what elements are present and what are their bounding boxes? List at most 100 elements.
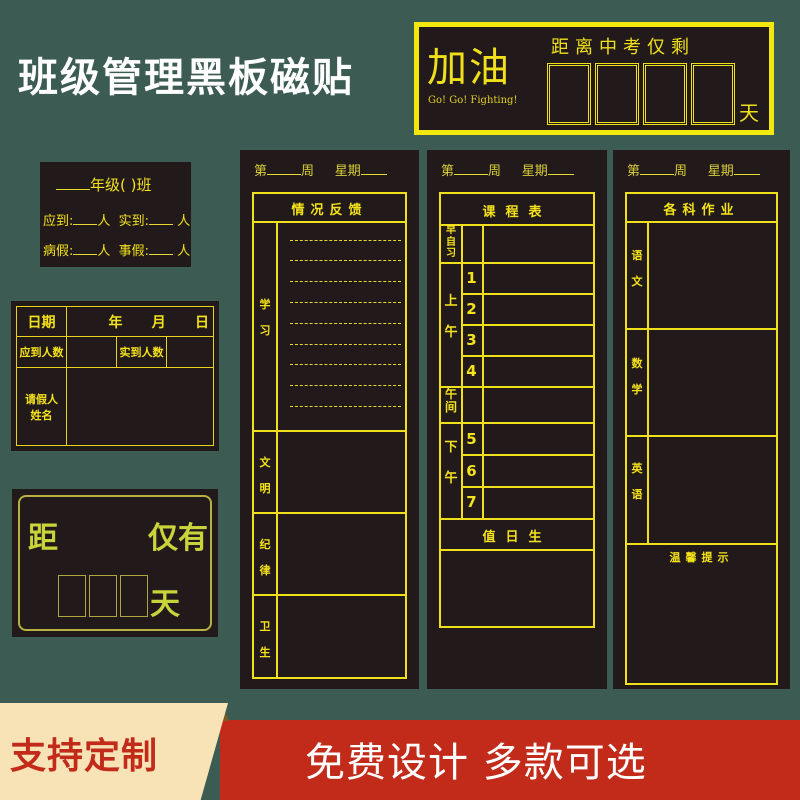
section-label-hygiene: 卫生 — [254, 620, 276, 660]
unit: 人 — [97, 214, 111, 229]
afternoon-label: 下午 — [441, 440, 461, 487]
divider — [441, 386, 593, 388]
month-label: 月 — [151, 314, 166, 331]
expected-count-cell — [66, 336, 117, 368]
period-3: 3 — [466, 331, 477, 349]
period-7: 7 — [466, 493, 477, 511]
char: 间 — [444, 400, 457, 415]
digit-box — [89, 575, 117, 617]
dashed-line — [290, 281, 401, 282]
divider — [461, 355, 593, 357]
digit-boxes — [58, 575, 148, 617]
week-header: 第 周 星期 — [627, 160, 760, 179]
period-5: 5 — [466, 430, 477, 448]
weekday-label: 星期 — [707, 164, 734, 179]
digit-box — [547, 63, 591, 125]
countdown-label: 距离中考仅剩 — [551, 37, 695, 58]
board-title: 课程表 — [482, 205, 552, 220]
homework-board-magnet: 第 周 星期 各科作业 语文 数学 英语 温馨提示 — [613, 150, 790, 689]
divider — [627, 435, 776, 437]
day-unit: 天 — [150, 587, 180, 622]
attendance-row-1: 应到:人 实到: 人 — [43, 210, 190, 229]
unit: 人 — [177, 214, 191, 229]
divider — [461, 454, 593, 456]
blank-line — [267, 174, 302, 175]
divider — [627, 328, 776, 330]
divider — [254, 430, 405, 432]
customization-label: 支持定制 — [10, 736, 159, 777]
morning-label: 上午 — [441, 294, 461, 341]
char: 午 — [444, 387, 457, 401]
blank-line — [360, 174, 387, 175]
digit-box — [58, 575, 86, 617]
char: 文 — [631, 275, 643, 289]
section-label-study: 学习 — [254, 298, 276, 338]
countdown-banner-magnet: 加油 Go! Go! Fighting! 距离中考仅剩 天 — [414, 22, 774, 135]
leave-names-label: 请假人姓名 — [16, 367, 67, 446]
date-label: 日期 — [16, 306, 67, 337]
schedule-board-magnet: 第周 星期 课程表 早自习 上午 1 2 3 4 午间 下午 5 6 7 值 — [427, 150, 607, 689]
leave-label-line1: 请假人 — [25, 392, 58, 406]
unit: 人 — [177, 244, 191, 259]
blank-line — [73, 254, 98, 255]
dashed-line — [290, 344, 401, 345]
divider — [441, 262, 593, 264]
day-unit: 天 — [739, 101, 759, 125]
char: 自 — [446, 236, 456, 248]
weekday-label: 星期 — [334, 164, 361, 179]
char: 上 — [444, 294, 458, 309]
dashed-line — [290, 240, 401, 241]
week-header: 第周 星期 — [441, 160, 574, 179]
expected-count-label: 应到人数 — [16, 336, 67, 368]
char: 学 — [259, 298, 271, 311]
homework-grid: 各科作业 语文 数学 英语 温馨提示 — [625, 192, 778, 685]
period-6: 6 — [466, 462, 477, 480]
divider — [276, 221, 278, 677]
section-label-civility: 文明 — [254, 456, 276, 496]
divider — [461, 324, 593, 326]
char: 早 — [446, 225, 456, 236]
subject-math-label: 数学 — [627, 357, 647, 397]
blank-line — [733, 174, 760, 175]
feedback-board-magnet: 第周 星期 情况反馈 学习 文明 纪律 卫生 — [240, 150, 419, 689]
blank-line — [149, 224, 174, 225]
digit-box — [595, 63, 639, 125]
bottom-banner-cream — [0, 703, 228, 800]
section-label-discipline: 纪律 — [254, 538, 276, 578]
divider — [254, 512, 405, 514]
dashed-line — [290, 302, 401, 303]
char: 生 — [259, 646, 271, 660]
divider — [441, 518, 593, 520]
divider — [441, 422, 593, 424]
unit: 人 — [97, 244, 111, 259]
digit-box — [691, 63, 735, 125]
char: 数 — [631, 357, 643, 370]
blank-line — [547, 174, 574, 175]
jiayou-text: 加油 — [427, 45, 511, 91]
slogan-text: 免费设计 多款可选 — [305, 740, 647, 786]
di-label: 第 — [627, 164, 641, 179]
attendance-table: 日期 年 月 日 应到人数 实到人数 请假人姓名 — [16, 306, 214, 446]
char: 习 — [259, 324, 271, 338]
bottom-banner-red — [220, 720, 800, 800]
digit-box — [643, 63, 687, 125]
attendance-row-2: 病假:人 事假: 人 — [43, 240, 190, 259]
divider — [254, 594, 405, 596]
attendance-small-magnet: 年级( )班 应到:人 实到: 人 病假:人 事假: 人 — [40, 162, 191, 267]
char: 午 — [444, 325, 458, 341]
dashed-line — [290, 323, 401, 324]
board-title: 各科作业 — [663, 203, 740, 218]
period-4: 4 — [466, 362, 477, 380]
actual-count-cell — [166, 336, 214, 368]
leave-label-line2: 姓名 — [30, 408, 53, 422]
divider — [627, 221, 776, 223]
di-label: 第 — [254, 164, 268, 179]
week-label: 周 — [674, 164, 688, 179]
digit-boxes — [547, 63, 735, 125]
divider — [647, 221, 649, 543]
day-label: 日 — [195, 314, 209, 331]
grade-class-label: 年级( )班 — [90, 176, 152, 194]
weekday-label: 星期 — [521, 164, 548, 179]
morning-study-label: 早自习 — [441, 225, 461, 260]
year-label: 年 — [108, 314, 123, 331]
